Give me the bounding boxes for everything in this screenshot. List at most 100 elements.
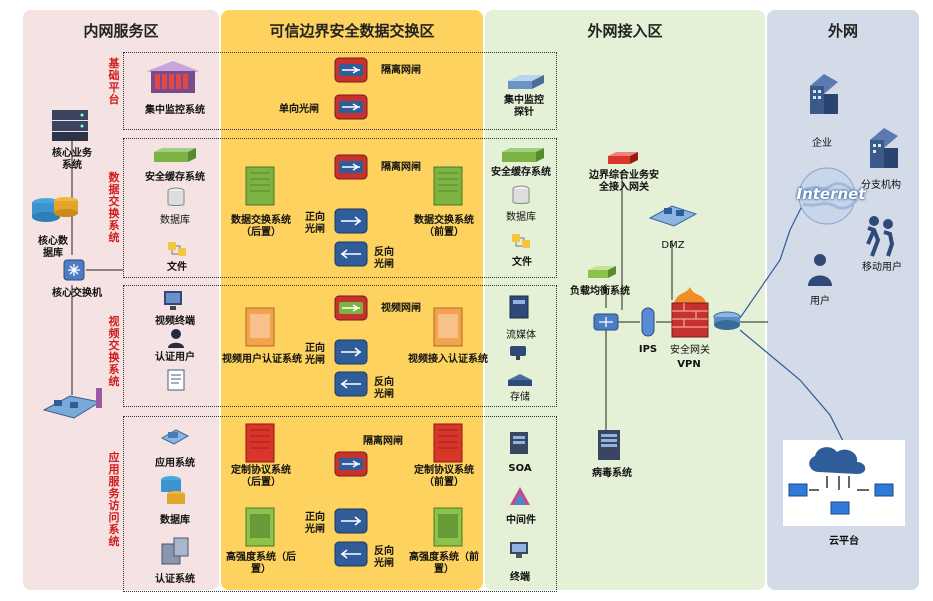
isolation-gate-icon xyxy=(333,56,369,88)
mobile-user-label: 移动用户 xyxy=(862,262,902,273)
data-forward-gate-label: 正向光闸 xyxy=(305,212,325,235)
video-user-auth-server-icon xyxy=(240,304,280,354)
monitor-probe-label: 集中监控探针 xyxy=(504,95,544,118)
terminal-label: 终端 xyxy=(510,572,530,583)
storage-icon xyxy=(506,372,534,394)
custom-protocol-back-label: 定制协议系统（后置） xyxy=(231,465,291,488)
database-icon xyxy=(166,186,186,214)
zone-title-intranet: 内网服务区 xyxy=(83,22,159,40)
side-label-video-exchange: 视频交换系统 xyxy=(108,315,120,388)
database-label: 数据库 xyxy=(160,215,190,226)
high-strength-back-label: 高强度系统（后置） xyxy=(226,552,296,575)
cache-system-label: 安全缓存系统 xyxy=(145,172,205,183)
ips-label: IPS xyxy=(638,344,658,355)
video-access-auth-label: 视频接入认证系统 xyxy=(408,354,488,365)
data-exchange-back-server-icon xyxy=(240,163,280,213)
ext-cache-system-icon xyxy=(500,146,546,168)
auth-system-icon xyxy=(158,536,190,574)
terminal-icon xyxy=(508,540,532,566)
data-reverse-gate-icon xyxy=(333,240,369,272)
auth-system-label: 认证系统 xyxy=(155,574,195,585)
video-access-auth-server-icon xyxy=(428,304,468,354)
document-icon xyxy=(166,368,186,396)
app-isolation-gate-icon xyxy=(333,450,369,482)
mobile-user-icon xyxy=(862,214,898,262)
core-switch-icon xyxy=(62,258,86,286)
ext-cache-system-label: 安全缓存系统 xyxy=(491,167,551,178)
vpn-label: VPN xyxy=(677,359,701,370)
video-user-auth-label: 视频用户认证系统 xyxy=(222,354,302,365)
video-reverse-gate-label: 反向光闸 xyxy=(374,377,394,400)
data-isolation-gate-icon xyxy=(333,153,369,185)
zone-title-internet: 外网 xyxy=(827,22,858,40)
app-database-label: 数据库 xyxy=(160,515,190,526)
app-forward-gate-label: 正向光闸 xyxy=(305,512,325,535)
antivirus-label: 病毒系统 xyxy=(592,468,632,479)
monitor-probe-icon xyxy=(506,73,546,95)
zone-title-boundary: 可信边界安全数据交换区 xyxy=(269,22,435,40)
vpn-router-icon xyxy=(712,310,742,336)
dmz-switch-icon xyxy=(648,200,698,234)
app-system-icon xyxy=(160,424,190,452)
network-rack-icon xyxy=(40,386,104,426)
data-exchange-back-label: 数据交换系统（后置） xyxy=(231,215,291,238)
load-balancer-label: 负载均衡系统 xyxy=(570,286,630,297)
ext-file-icon xyxy=(510,230,534,256)
middleware-icon xyxy=(508,485,532,511)
cloud-platform-icon xyxy=(788,447,894,515)
cache-system-icon xyxy=(152,146,198,168)
monitor-system-icon xyxy=(143,57,201,103)
oneway-gate-icon xyxy=(333,93,369,125)
data-exchange-front-label: 数据交换系统（前置） xyxy=(414,215,474,238)
monitor-system-label: 集中监控系统 xyxy=(145,105,205,116)
zone-title-extranet: 外网接入区 xyxy=(587,22,663,40)
antivirus-server-icon xyxy=(596,428,622,466)
branch-icon xyxy=(866,126,902,174)
high-strength-front-label: 高强度系统（前置） xyxy=(409,552,479,575)
high-strength-back-server-icon xyxy=(240,504,280,554)
storage-label: 存储 xyxy=(510,392,530,403)
media-icon xyxy=(508,294,530,324)
router-icon xyxy=(592,310,620,338)
ext-file-label: 文件 xyxy=(512,257,532,268)
enterprise-label: 企业 xyxy=(812,138,832,149)
file-icon xyxy=(166,238,190,264)
group-video-exchange xyxy=(123,285,557,407)
video-forward-gate-label: 正向光闸 xyxy=(305,343,325,366)
oneway-gate-label: 单向光闸 xyxy=(279,104,319,115)
internet-label: Internet xyxy=(796,185,866,203)
soa-icon xyxy=(508,430,530,460)
data-reverse-gate-label: 反向光闸 xyxy=(374,247,394,270)
ext-database-label: 数据库 xyxy=(506,212,536,223)
zone-extranet: 外网接入区 xyxy=(485,10,765,590)
middleware-label: 中间件 xyxy=(506,515,536,526)
video-gate-label: 视频网闸 xyxy=(381,303,421,314)
soa-label: SOA xyxy=(508,463,532,474)
file-label: 文件 xyxy=(167,262,187,273)
core-database-icon xyxy=(30,195,80,231)
auth-user-label: 认证用户 xyxy=(155,352,195,363)
side-label-base: 基础平台 xyxy=(108,57,120,106)
custom-protocol-front-server-icon xyxy=(428,420,468,470)
video-gate-icon xyxy=(333,294,369,326)
core-business-label: 核心业务系统 xyxy=(52,148,92,171)
group-app-access xyxy=(123,416,557,592)
user-label: 用户 xyxy=(810,296,830,307)
internet-globe-icon xyxy=(795,164,865,232)
camera-icon xyxy=(508,344,532,366)
border-gateway-icon xyxy=(606,150,640,170)
core-database-label: 核心数据库 xyxy=(38,236,68,259)
group-base-platform xyxy=(123,52,557,130)
data-exchange-front-server-icon xyxy=(428,163,468,213)
enterprise-icon xyxy=(806,72,842,120)
border-gateway-label: 边界综合业务安全接入网关 xyxy=(589,170,659,193)
video-terminal-label: 视频终端 xyxy=(155,316,195,327)
branch-label: 分支机构 xyxy=(861,180,901,191)
video-forward-gate-icon xyxy=(333,338,369,370)
data-forward-gate-icon xyxy=(333,207,369,239)
cloud-platform-panel xyxy=(783,440,905,526)
app-system-label: 应用系统 xyxy=(155,458,195,469)
security-gateway-label: 安全网关 xyxy=(670,345,710,356)
app-isolation-gate-label: 隔离网闸 xyxy=(363,436,403,447)
high-strength-front-server-icon xyxy=(428,504,468,554)
